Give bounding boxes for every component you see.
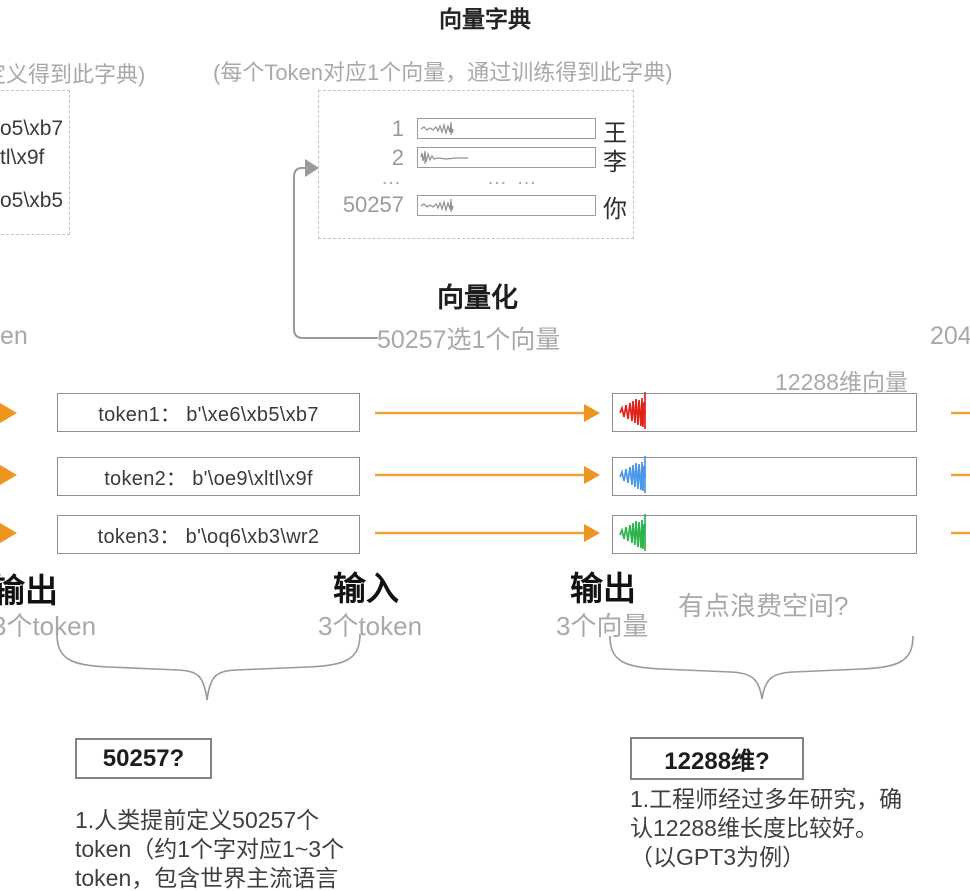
dict-row-index: 1 (391, 116, 404, 141)
input-sublabel: 3个token (318, 611, 423, 641)
brace-icons (56, 633, 914, 701)
output-left-label: 输出 (0, 572, 58, 609)
dict-row-index: 50257 (342, 192, 404, 217)
dict-row-index: 2 (391, 145, 404, 170)
dict-ellipsis-left: … (381, 167, 403, 189)
green-waveform-icon (619, 513, 646, 551)
vectorize-title: 向量化 (437, 283, 518, 313)
vector-dictionary-box: 1 王 2 李 … … … 50257 你 (318, 90, 634, 239)
token1-box: token1： b'\xe6\xb5\xb7 (57, 393, 360, 432)
red-waveform-icon (619, 391, 646, 429)
callout-12288-text: 1.工程师经过多年研究，确 认12288维长度比较好。 （以GPT3为例） (630, 786, 903, 870)
callout-50257-text: 1.人类提前定义50257个 token（约1个字对应1~3个 token，包含… (75, 807, 345, 891)
token-bytes-box (0, 90, 70, 235)
callout-12288-box: 12288维? (630, 737, 804, 780)
dict-row-char: 王 (603, 120, 627, 147)
arrowhead-icon (584, 466, 600, 484)
dict-vector-bar (417, 118, 596, 139)
arrowhead-icon (0, 523, 17, 543)
curly-brace-icon (56, 633, 361, 701)
output-right-label: 输出 (570, 570, 636, 607)
dict-vector-bar (417, 195, 596, 216)
token-bytes-line: o5\xb5 (0, 189, 64, 212)
arrowhead-icon (0, 403, 17, 423)
waste-space-note: 有点浪费空间? (678, 591, 849, 621)
output-left-sublabel: 3个token (0, 611, 97, 641)
token2-box: token2： b'\oe9\xltl\x9f (57, 457, 360, 496)
dict-ellipsis-mid: … … (487, 167, 539, 189)
vector-dim-label: 12288维向量 (775, 369, 908, 395)
token-bytes-line: tl\x9f (0, 146, 45, 169)
right-edge-text-fragment: 204 (930, 322, 970, 350)
center-dictionary-note: (每个Token对应1个向量，通过训练得到此字典) (213, 60, 673, 85)
callout-50257-box: 50257? (75, 738, 212, 779)
token3-box: token3： b'\oq6\xb3\wr2 (57, 515, 360, 554)
waveform-icon (420, 122, 454, 136)
arrowhead-icon (0, 465, 17, 485)
vector2-box (612, 455, 917, 496)
arrowhead-icon (584, 404, 600, 422)
waveform-icon (420, 151, 468, 164)
left-edge-text-fragment: en (0, 322, 28, 350)
page-title: 向量字典 (439, 6, 531, 32)
blue-waveform-icon (619, 455, 646, 493)
output-right-sublabel: 3个向量 (556, 611, 649, 641)
curly-brace-icon (609, 635, 914, 700)
vectorize-note: 50257选1个向量 (377, 326, 561, 354)
dict-vector-bar (417, 147, 596, 168)
waveform-icon (420, 199, 454, 213)
arrowhead-icon (584, 524, 600, 542)
dict-row-char: 你 (603, 196, 627, 223)
arrowhead-icon (305, 159, 319, 177)
input-arrowheads (0, 403, 17, 543)
vector3-box (612, 513, 917, 554)
input-label: 输入 (333, 570, 399, 607)
dict-row-char: 李 (603, 149, 627, 176)
token-bytes-line: o5\xb7 (0, 117, 64, 140)
token-to-vector-arrows (375, 404, 600, 542)
left-dictionary-note: 定义得到此字典) (0, 62, 146, 87)
output-arrow-stubs (951, 411, 970, 535)
vector1-box (612, 391, 917, 432)
